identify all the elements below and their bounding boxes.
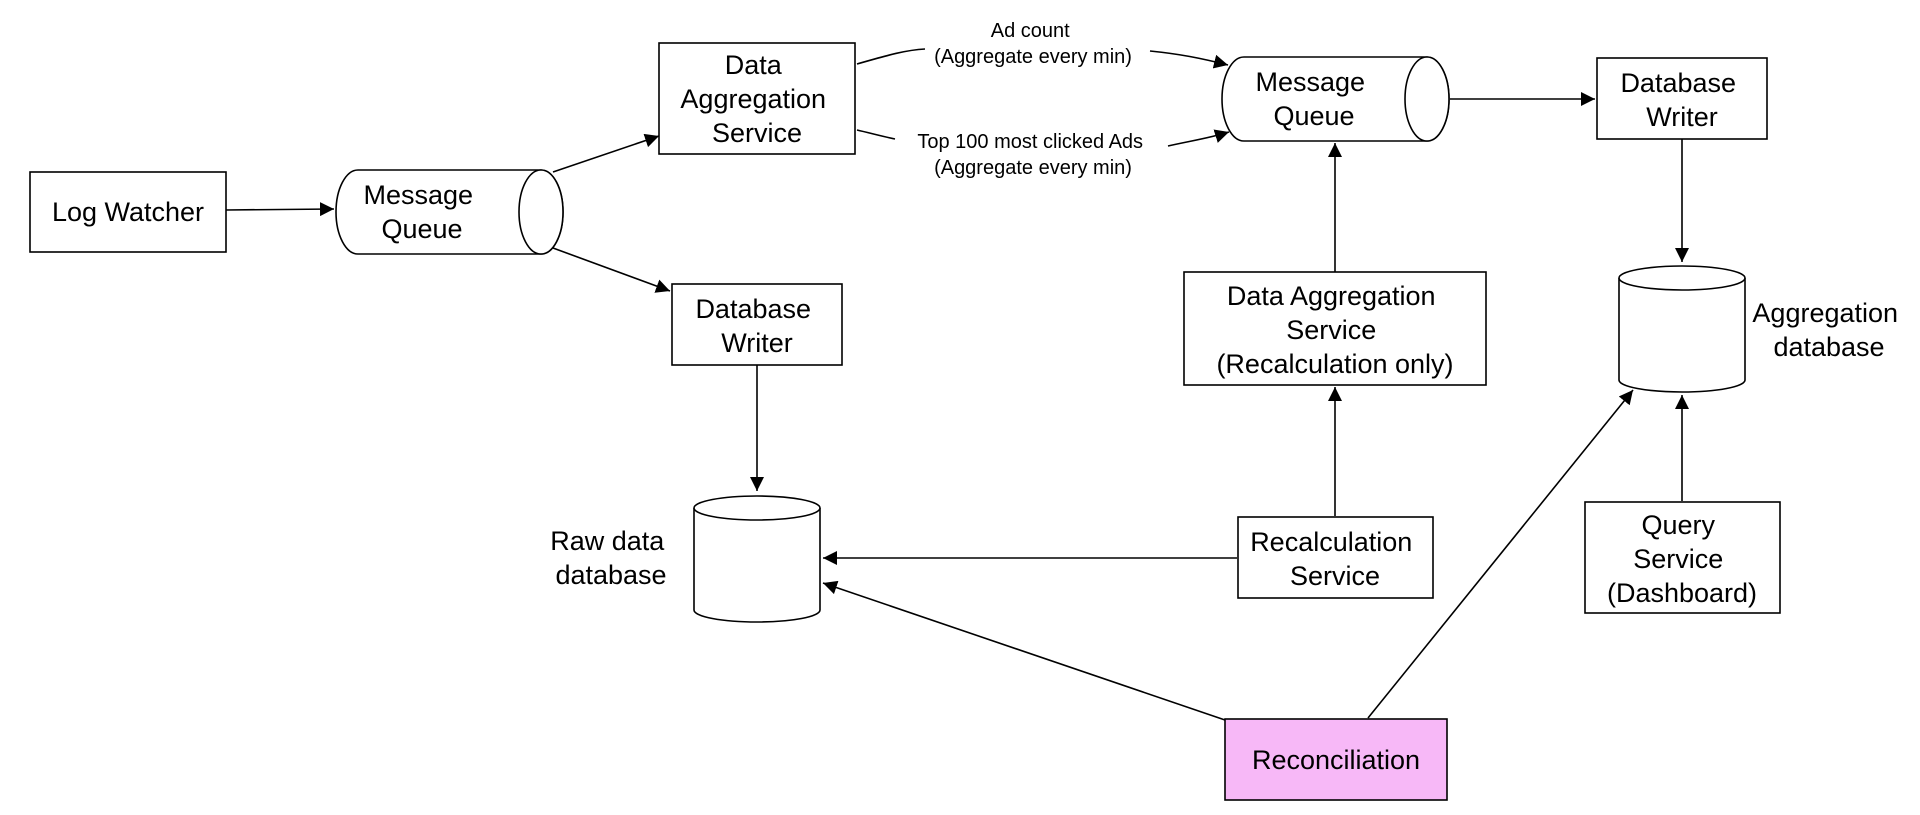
edge-label-top-100: Top 100 most clicked Ads (Aggregate ever… [917,131,1148,179]
node-recalculation-service: Recalculation Service [1237,516,1434,599]
edge-queue-1-to-db-writer-1 [552,247,671,293]
data-aggregation-recalculation-label: Data Aggregation Service (Recalculation … [1216,281,1453,379]
node-log-watcher: Log Watcher [29,171,227,253]
edge-reconciliation-to-raw-db [822,580,1226,721]
raw-data-database-label: Raw data database [550,526,672,590]
node-message-queue-1: Message Queue [335,169,564,255]
node-data-aggregation-service: Data Aggregation Service [658,42,856,155]
edge-label-ad-count: Ad count (Aggregate every min) [934,20,1132,68]
edge-aggregation-to-queue-2-ad-count [856,48,926,65]
node-reconciliation: Reconciliation [1224,718,1448,801]
database-writer-2-label: Database Writer [1620,68,1743,132]
node-data-aggregation-recalculation: Data Aggregation Service (Recalculation … [1183,271,1487,386]
reconciliation-label: Reconciliation [1252,745,1420,775]
node-database-writer-1: Database Writer [671,283,843,366]
reconciliation-box [1224,718,1448,801]
node-message-queue-2: Message Queue [1221,56,1450,142]
message-queue-2-label: Message Queue [1255,67,1372,131]
recalculation-service-label: Recalculation Service [1250,527,1420,591]
edge-reconciliation-to-aggregation-db [1367,389,1634,719]
edges [225,48,1689,721]
edge-labels: Ad count (Aggregate every min) Top 100 m… [917,20,1148,179]
aggregation-database-label: Aggregation database [1752,298,1905,362]
edge-log-watcher-to-queue-1 [225,202,335,217]
database-writer-1-label: Database Writer [695,294,818,358]
edge-aggregation-to-queue-2-top-100 [856,129,896,140]
data-aggregation-service-label: Data Aggregation Service [680,50,833,148]
message-queue-1-label: Message Queue [363,180,480,244]
node-aggregation-database: Aggregation database [1618,265,1905,393]
edge-aggregation-to-queue-2-top-100-end [1167,129,1230,147]
edge-queue-1-to-aggregation [552,133,660,173]
log-watcher-label: Log Watcher [52,197,204,227]
node-database-writer-2: Database Writer [1596,57,1768,140]
node-raw-data-database: Raw data database [550,495,821,623]
edge-aggregation-to-queue-2-ad-count-end [1149,50,1229,69]
query-service-label: Query Service (Dashboard) [1607,510,1757,608]
node-query-service: Query Service (Dashboard) [1584,501,1781,614]
